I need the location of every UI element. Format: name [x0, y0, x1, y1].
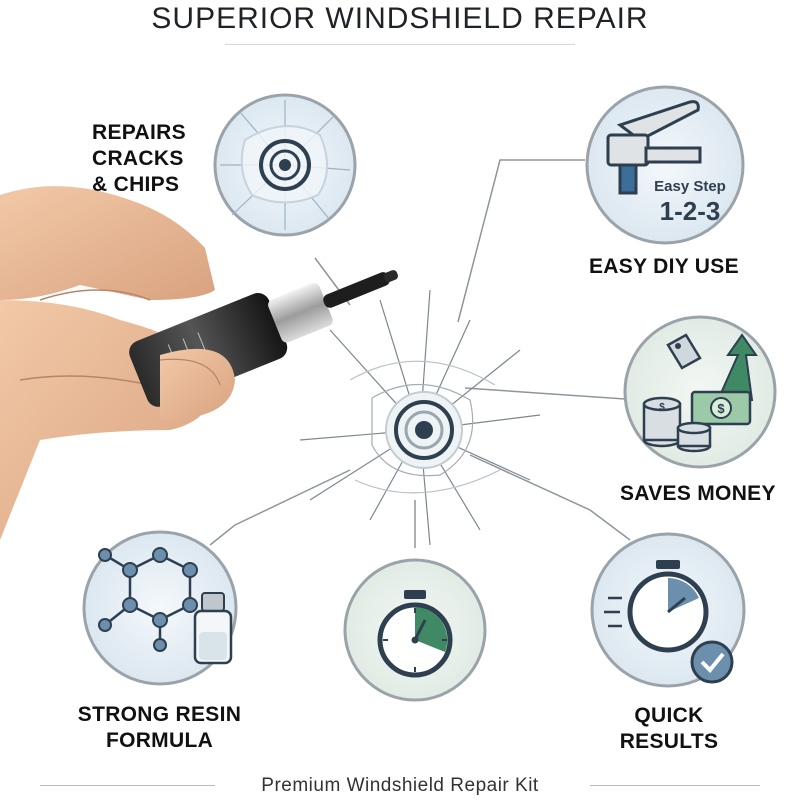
page-title: SUPERIOR WINDSHIELD REPAIR — [151, 2, 649, 35]
stopwatch-check-icon — [590, 532, 746, 688]
molecule-bottle-icon — [82, 530, 238, 686]
footer-divider-right — [590, 785, 760, 786]
stopwatch-icon — [343, 558, 487, 702]
label-repairs-cracks-chips: REPAIRS CRACKS & CHIPS — [92, 120, 186, 198]
applicator-tool-icon — [585, 85, 745, 245]
label-saves-money: SAVES MONEY — [620, 481, 776, 507]
label-strong-resin-formula: STRONG RESIN FORMULA — [72, 702, 247, 754]
label-line: FORMULA — [105, 729, 214, 752]
easy-step-numbers: 1-2-3 — [660, 196, 721, 226]
footer-caption: Premium Windshield Repair Kit — [261, 775, 539, 796]
easy-step-label: Easy Step — [654, 178, 726, 195]
money-savings-icon: $ $ — [623, 315, 777, 469]
label-line: REPAIRS — [92, 121, 186, 144]
label-easy-diy-use: EASY DIY USE — [589, 254, 739, 280]
connector-lines — [209, 159, 641, 548]
label-line: STRONG RESIN — [77, 703, 242, 726]
label-line: EASY DIY USE — [589, 255, 739, 278]
footer-divider-left — [40, 785, 215, 786]
svg-text:$: $ — [659, 402, 665, 413]
label-line: & CHIPS — [92, 173, 180, 196]
glass-crack-icon — [213, 93, 357, 237]
label-line: QUICK — [634, 704, 704, 727]
hand-with-bottle — [0, 186, 398, 540]
label-line: CRACKS — [92, 147, 184, 170]
label-line: SAVES MONEY — [620, 482, 776, 505]
title-divider — [225, 44, 575, 45]
svg-text:$: $ — [717, 401, 725, 416]
label-line: RESULTS — [619, 730, 719, 753]
label-quick-results: QUICK RESULTS — [610, 703, 728, 755]
